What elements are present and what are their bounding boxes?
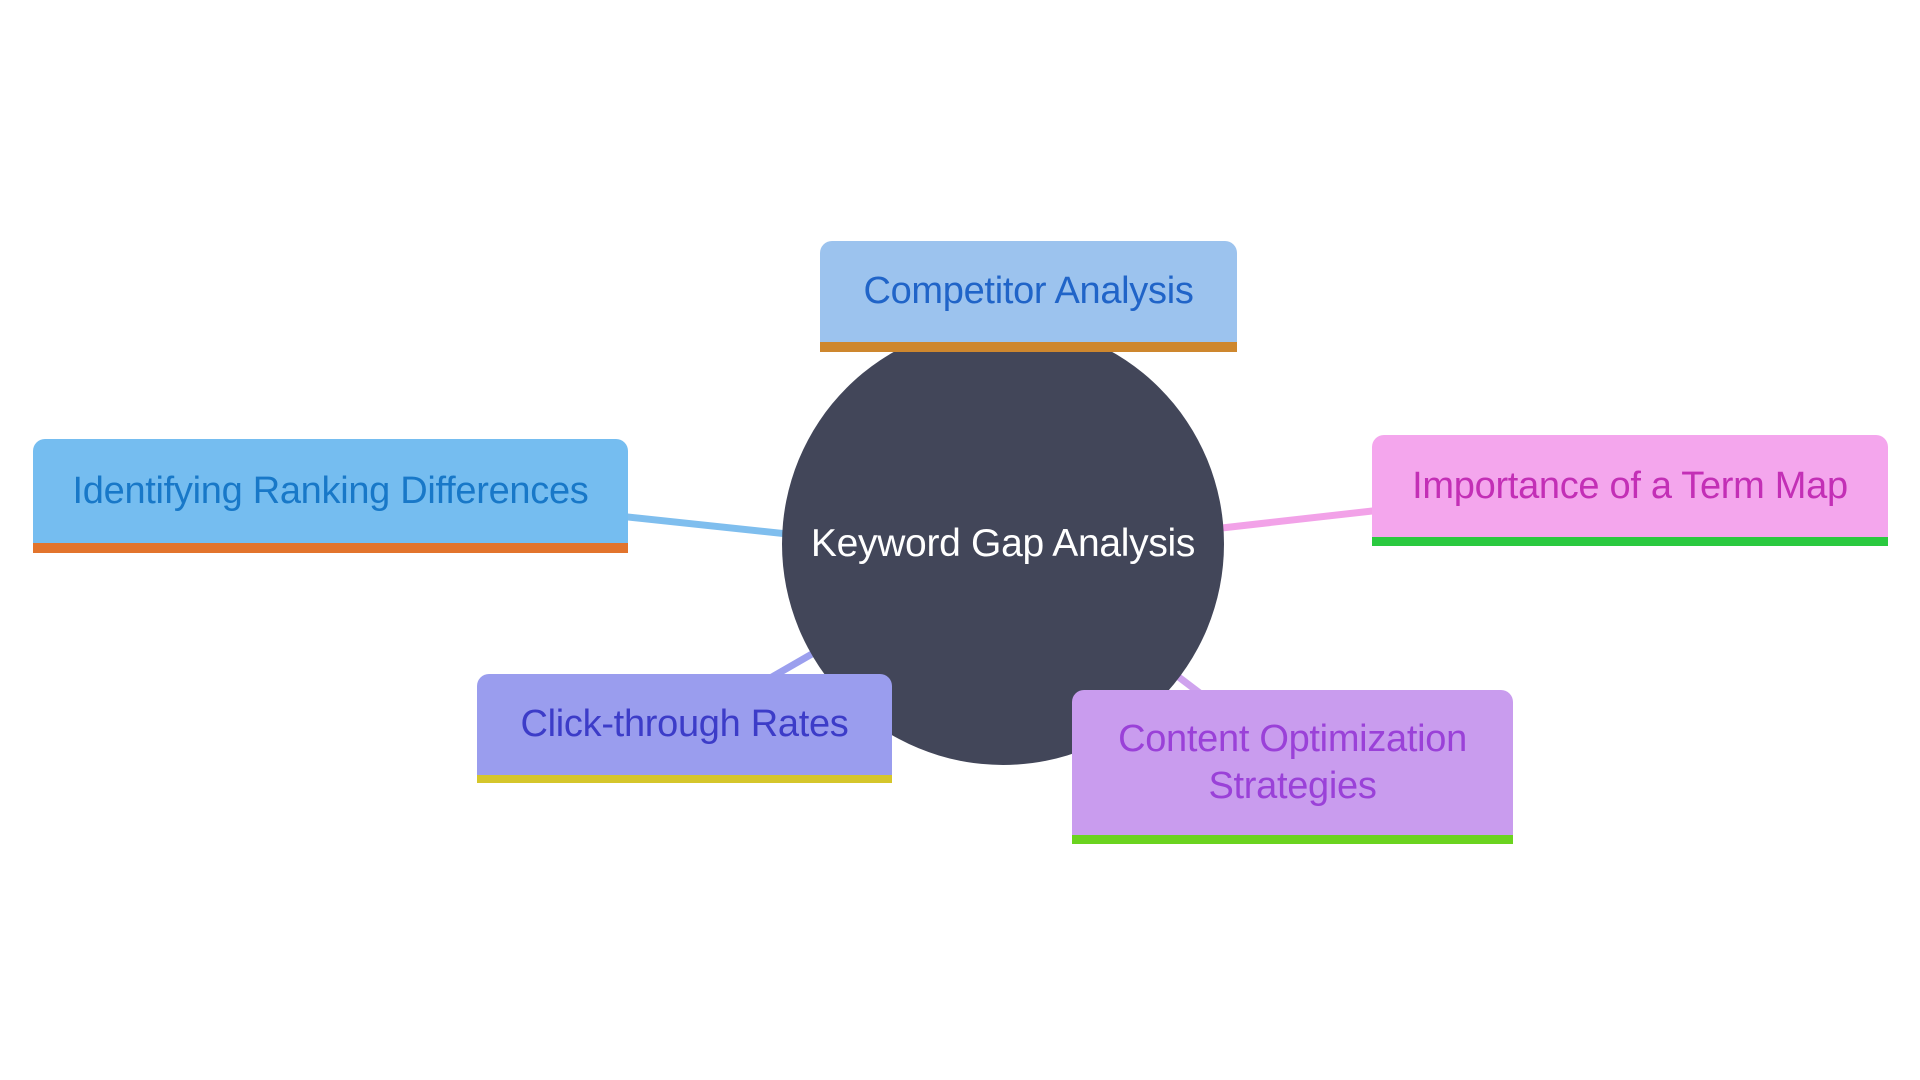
node-accent-bar <box>33 543 628 553</box>
node-click-through-rates[interactable]: Click-through Rates <box>477 674 892 783</box>
node-content-optimization-strategies[interactable]: Content Optimization Strategies <box>1072 690 1513 844</box>
central-node-label: Keyword Gap Analysis <box>810 522 1196 565</box>
node-accent-bar <box>820 342 1237 352</box>
node-label: Identifying Ranking Differences <box>72 469 589 512</box>
node-label: Importance of a Term Map <box>1412 464 1848 507</box>
node-accent-bar <box>477 775 892 783</box>
node-identifying-ranking-differences[interactable]: Identifying Ranking Differences <box>33 439 628 553</box>
node-accent-bar <box>1072 835 1513 844</box>
node-label: Click-through Rates <box>520 703 849 745</box>
node-competitor-analysis[interactable]: Competitor Analysis <box>820 241 1237 352</box>
node-importance-of-a-term-map[interactable]: Importance of a Term Map <box>1372 435 1888 546</box>
node-label: Competitor Analysis <box>863 270 1194 312</box>
node-label: Content Optimization Strategies <box>1118 718 1467 807</box>
node-accent-bar <box>1372 537 1888 546</box>
